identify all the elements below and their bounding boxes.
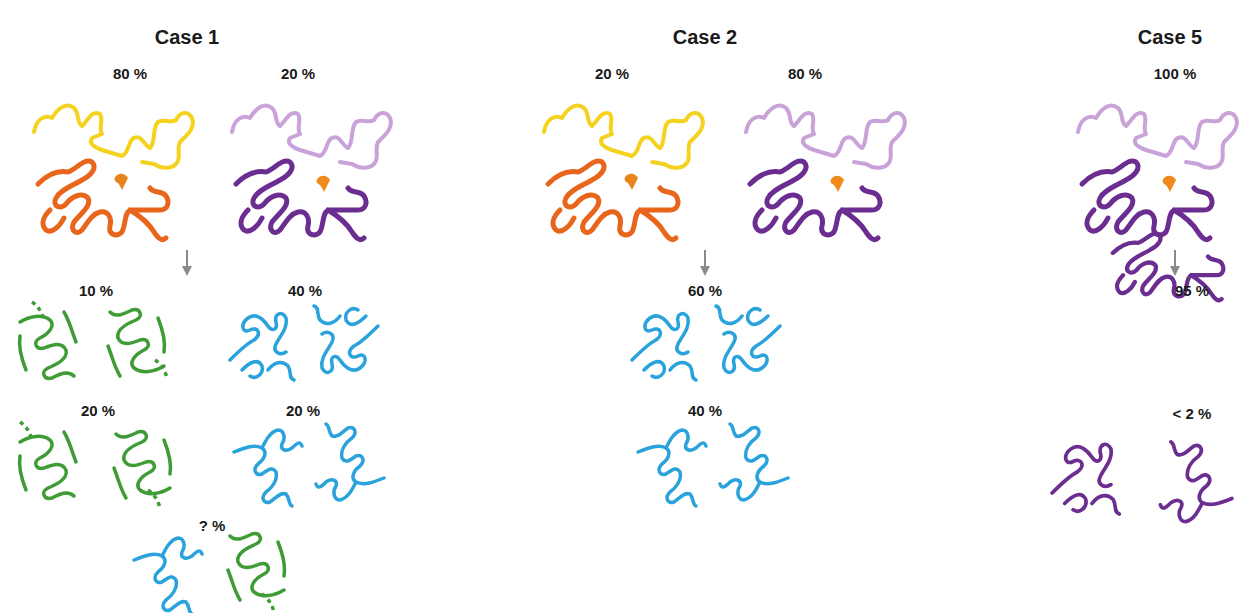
percentage-label: < 2 % xyxy=(1173,406,1212,423)
percentage-label: 95 % xyxy=(1175,283,1209,300)
percentage-label: 80 % xyxy=(113,66,147,83)
case-heading: Case 5 xyxy=(1138,26,1203,48)
dimer-purple xyxy=(232,106,1237,240)
percentage-label: 20 % xyxy=(81,403,115,420)
case-heading: Case 1 xyxy=(155,26,220,48)
percentage-label: 80 % xyxy=(788,66,822,83)
purple-monomer-pair xyxy=(1052,442,1232,522)
dimer-yellow-orange xyxy=(34,106,703,240)
percentage-label: 60 % xyxy=(688,283,722,300)
percentage-label: 40 % xyxy=(288,283,322,300)
percentage-label: 20 % xyxy=(286,403,320,420)
percentage-label: 100 % xyxy=(1154,66,1197,83)
percentage-label: 40 % xyxy=(688,403,722,420)
purple-monomer xyxy=(1113,234,1224,301)
green-monomer-pair xyxy=(19,302,170,508)
percentage-label: ? % xyxy=(199,518,226,535)
case-heading: Case 2 xyxy=(673,26,738,48)
percentage-label: 10 % xyxy=(79,283,113,300)
blue-monomer-pair xyxy=(632,306,788,506)
percentage-label: 20 % xyxy=(281,66,315,83)
blue-monomer-pair xyxy=(134,306,384,613)
percentage-label: 20 % xyxy=(595,66,629,83)
arrow xyxy=(182,250,1180,276)
